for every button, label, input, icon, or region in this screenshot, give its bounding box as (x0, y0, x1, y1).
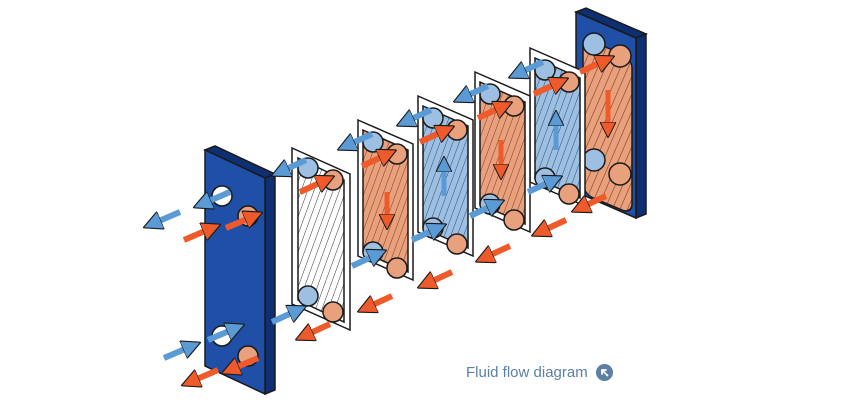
arrow-up-left-icon (595, 363, 613, 381)
plate-3-hot (357, 118, 414, 282)
fluid-flow-diagram-link[interactable]: Fluid flow diagram (466, 360, 613, 384)
cold-flow-arrows (152, 59, 554, 361)
caption-label: Fluid flow diagram (466, 363, 588, 381)
plate-2-plain (291, 146, 351, 332)
frame-plate-front (203, 145, 277, 396)
plate-6-cold (529, 46, 586, 208)
pressure-plate-back (574, 7, 648, 220)
hot-flow-arrows (184, 60, 606, 382)
